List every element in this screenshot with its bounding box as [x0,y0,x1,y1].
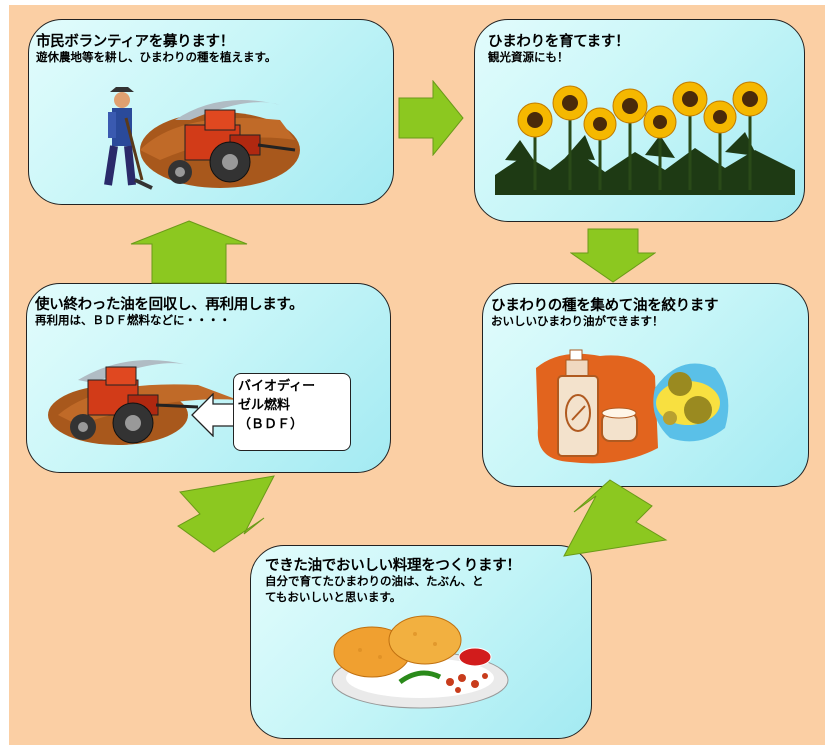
step-grow-subtitle: 観光資源にも！ [488,50,569,64]
step-recycle-title: 使い終わった油を回収し、再利用します。 [35,297,304,313]
step-press-title: ひまわりの種を集めて油を絞ります [491,298,719,314]
step-grow-title: ひまわりを育てます！ [488,34,630,50]
step-volunteer-title: 市民ボランティアを募ります！ [36,34,234,50]
sunflowers-clipart [495,81,795,195]
bdf-callout-arrow [191,393,235,437]
arrow-right-top [398,80,464,156]
arrow-down-right [570,228,656,283]
bdf-callout-line1: バイオディー [238,379,316,394]
step-cook-subtitle-line2: てもおいしいと思います。 [265,590,402,604]
step-recycle-subtitle: 再利用は、ＢＤＦ燃料などに・・・・ [35,313,231,327]
bdf-callout: バイオディー ゼル燃料 （ＢＤＦ） [233,373,351,451]
tractor-clipart [48,360,238,445]
arrow-up [130,220,248,284]
arrow-up-left [177,475,275,553]
step-volunteer-subtitle: 遊休農地等を耕し、ひまわりの種を植えます。 [36,50,277,64]
fried-food-plate-clipart [331,615,509,709]
oil-can-clipart [536,349,729,464]
step-cook-title: できた油でおいしい料理をつくります！ [265,558,521,574]
step-press-subtitle: おいしいひまわり油ができます！ [491,314,664,328]
bdf-callout-line3: （ＢＤＦ） [238,417,304,432]
step-cook-subtitle-line1: 自分で育てたひまわりの油は、たぶん、と [265,574,484,588]
bdf-callout-line2: ゼル燃料 [238,398,291,413]
farmer-tractor-clipart [104,87,300,190]
arrow-down-left [563,479,668,557]
